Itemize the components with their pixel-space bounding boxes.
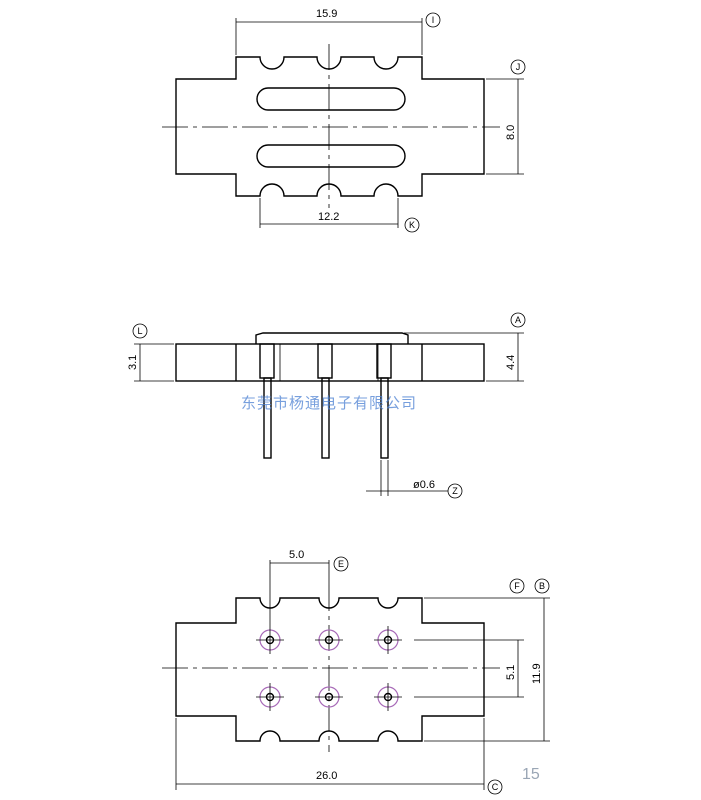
top-view-upper-slot [256,87,406,111]
dim-height-right: 4.4 [505,355,517,370]
top-view-lower-slot [256,144,406,168]
pin-right [376,343,392,459]
pin-left [259,343,275,459]
side-view-base [175,343,485,382]
pin-pad [374,683,402,711]
side-view: 3.1 L 4.4 A ø0.6 Z [127,312,526,499]
ref-label-a: A [515,315,521,325]
ref-label-e: E [338,559,344,569]
ref-marker [333,556,349,572]
pin-middle [317,343,333,459]
pin-pad [315,686,343,708]
dim-pitch: 5.0 [289,549,304,561]
ref-marker [425,12,441,28]
ref-label-z: Z [452,486,458,496]
ref-marker [510,312,526,328]
pin-pad [374,626,402,654]
dim-height-top: 8.0 [505,125,517,140]
bottom-view-outline [175,597,485,742]
ref-label-c: C [492,782,499,792]
ref-label-i: I [432,15,435,25]
top-view: 15.9 I 8.0 J 12.2 K [162,8,526,233]
side-view-raised-top [255,332,409,344]
company-watermark: 东莞市杨通电子有限公司 [241,394,417,412]
ref-marker [447,483,463,499]
ref-label-l: L [137,326,142,336]
ref-label-k: K [409,220,415,230]
dim-width-lower: 12.2 [318,211,339,223]
ref-marker [404,217,420,233]
ref-label-b: B [539,581,545,591]
ref-marker [534,578,550,594]
dim-height-left: 3.1 [127,355,139,370]
dim-width-upper: 15.9 [316,8,337,20]
dim-row-spacing: 5.1 [505,665,517,680]
pin-pad [256,626,284,654]
ref-marker [509,578,525,594]
dim-height-bottom: 11.9 [531,663,543,684]
ref-marker [132,323,148,339]
pin-pad [256,683,284,711]
ref-marker [487,779,503,795]
ref-marker [510,59,526,75]
top-view-outline [175,56,485,197]
page-number: 15 [522,766,540,783]
ref-label-f: F [514,581,520,591]
bottom-view: 5.0 E 5.1 11.9 F B 26.0 C [162,549,550,795]
dim-length: 26.0 [316,770,337,782]
pin-pad [315,629,343,651]
ref-label-j: J [516,62,521,72]
dim-pin-diameter: ø0.6 [413,479,435,491]
